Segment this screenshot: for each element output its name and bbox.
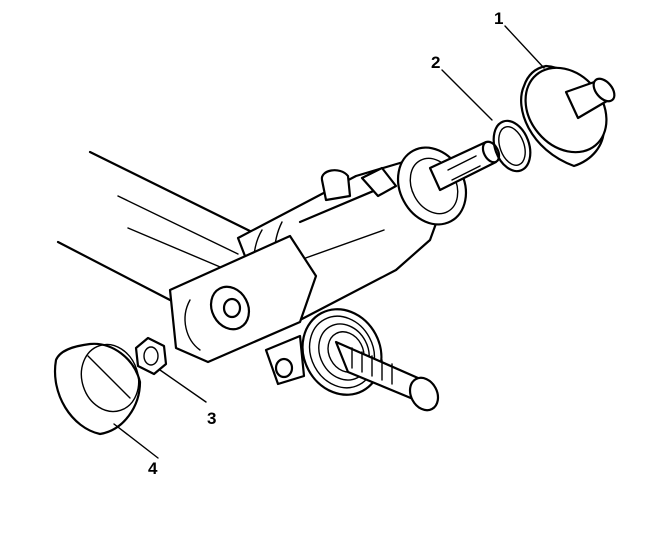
dust-cap-part-1 [520, 64, 616, 168]
retaining-ring-part-2 [492, 119, 532, 173]
adjuster-nut-part-3 [134, 336, 168, 376]
leader-line-3 [159, 369, 207, 403]
leader-line-4 [113, 423, 159, 459]
leader-lines [113, 25, 545, 459]
leader-line-2 [441, 69, 493, 121]
leader-line-1 [504, 25, 545, 69]
lower-housing [168, 234, 318, 364]
output-shaft [334, 340, 440, 412]
callout-3: 3 [207, 409, 216, 428]
callout-4: 4 [148, 459, 158, 478]
input-shaft [428, 140, 501, 192]
callout-1: 1 [494, 9, 503, 28]
adjuster-cap-part-4 [53, 342, 142, 436]
rack-housing-tube [56, 150, 262, 302]
mounting-ear [264, 334, 306, 386]
callout-2: 2 [431, 53, 440, 72]
